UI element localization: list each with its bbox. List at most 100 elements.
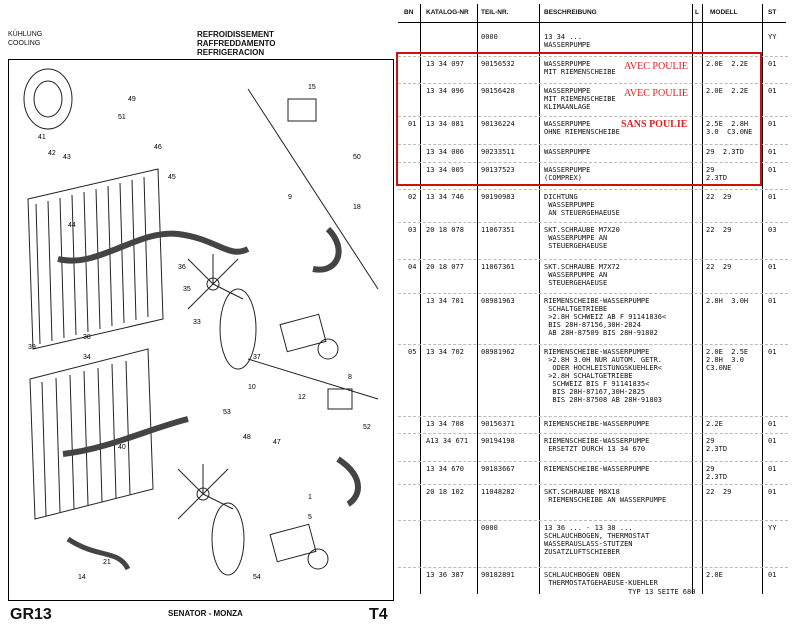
cell-katalog-nr: 13 34 097 [426, 60, 464, 68]
callout: 10 [248, 384, 256, 391]
cell-beschreibung: 13 34 ... WASSERPUMPE [544, 33, 591, 49]
cell-st: 01 [768, 465, 777, 473]
callout: 53 [223, 409, 231, 416]
cell-katalog-nr: A13 34 671 [426, 437, 469, 445]
cell-st: 01 [768, 348, 777, 356]
cell-bn: 04 [408, 263, 417, 271]
cell-st: YY [768, 524, 777, 532]
row-separator [398, 116, 788, 117]
callout: 45 [168, 174, 176, 181]
cell-modell: 2.8H 3.0H [706, 297, 749, 305]
callout: 1 [308, 494, 312, 501]
cell-katalog-nr: 20 18 077 [426, 263, 464, 271]
cell-modell: 22 29 [706, 226, 732, 234]
callout: 15 [308, 84, 316, 91]
cell-modell: 2.0E 2.5E 2.8H 3.0 C3.0NE [706, 348, 749, 372]
callout: 39 [28, 344, 36, 351]
cell-beschreibung: WASSERPUMPE MIT RIEMENSCHEIBE [544, 60, 616, 76]
row-separator [398, 416, 788, 417]
cell-modell: 2.0E [706, 571, 723, 579]
thermostat-housing-lower [327, 388, 353, 410]
callout: 36 [178, 264, 186, 271]
cell-st: 01 [768, 437, 777, 445]
cell-modell: 29 2.3TD [706, 465, 728, 481]
cell-teil-nr: 90137523 [481, 166, 515, 174]
row-separator [398, 162, 788, 163]
footer-group: GR13 [10, 606, 52, 623]
cell-katalog-nr: 13 34 081 [426, 120, 464, 128]
water-pump-upper [279, 313, 339, 360]
cell-modell: 22 29 [706, 193, 732, 201]
header-l: L [695, 9, 699, 16]
title-en: COOLING [8, 40, 41, 47]
cell-modell: 29 2.3TD [706, 148, 744, 156]
cell-st: 01 [768, 571, 777, 579]
title-it: RAFFREDDAMENTO [197, 39, 276, 48]
cell-modell: 29 2.3TD [706, 166, 728, 182]
header-bn: BN [404, 9, 414, 16]
exploded-diagram: 49 41 42 43 46 45 15 50 9 36 35 33 37 10… [23, 68, 379, 581]
title-fr: REFROIDISSEMENT [197, 30, 274, 39]
annotation-avec-poulie-2: AVEC POULIE [624, 88, 688, 99]
callout: 5 [308, 514, 312, 521]
cell-beschreibung: SCHLAUCHBOGEN OBEN THERMOSTATGEHAEUSE-KU… [544, 571, 658, 587]
callout: 12 [298, 394, 306, 401]
cell-modell: 2.0E 2.2E [706, 60, 749, 68]
parts-table: BN KATALOG-NR TEIL-NR. BESCHREIBUNG L MO… [398, 0, 800, 632]
cell-katalog-nr: 20 18 102 [426, 488, 464, 496]
cell-st: 01 [768, 193, 777, 201]
row-separator [398, 259, 788, 260]
row-separator [398, 520, 788, 521]
cell-katalog-nr: 13 34 708 [426, 420, 464, 428]
callout: 49 [128, 96, 136, 103]
callout: 34 [83, 354, 91, 361]
header-modell: MODELL [710, 9, 738, 16]
cell-teil-nr: 0000 [481, 524, 498, 532]
highlight-box [396, 52, 762, 186]
callout: 42 [48, 150, 56, 157]
cell-st: YY [768, 33, 777, 41]
column-divider [692, 4, 693, 594]
cell-katalog-nr: 13 34 006 [426, 148, 464, 156]
drive-belt-lower [211, 502, 245, 576]
footer-model: SENATOR - MONZA [168, 609, 243, 618]
callout: 51 [118, 114, 126, 121]
callout: 50 [353, 154, 361, 161]
column-divider [762, 4, 763, 594]
cell-bn: 01 [408, 120, 417, 128]
row-separator [398, 433, 788, 434]
cell-teil-nr: 90182891 [481, 571, 515, 579]
cell-teil-nr: 90190983 [481, 193, 515, 201]
cell-beschreibung: WASSERPUMPE MIT RIEMENSCHEIBE KLIMAANLAG… [544, 87, 616, 111]
cell-beschreibung: WASSERPUMPE [544, 148, 591, 156]
cell-beschreibung: SKT.SCHRAUBE M7X72 WASSERPUMPE AN STEUER… [544, 263, 620, 287]
cell-beschreibung: RIEMENSCHEIBE-WASSERPUMPE >2.8H 3.0H NUR… [544, 348, 663, 404]
cell-beschreibung: SKT.SCHRAUBE M8X18 RIEMENSCHEIBE AN WASS… [544, 488, 667, 504]
fan-lower [177, 464, 234, 520]
diagram-frame [8, 59, 394, 601]
title-es: REFRIGERACION [197, 48, 265, 57]
callout: 18 [353, 204, 361, 211]
callout-labels: 49 41 42 43 46 45 15 50 9 36 35 33 37 10… [28, 84, 371, 581]
water-pump-lower [269, 523, 329, 570]
radiator-lower [29, 348, 154, 520]
cell-teil-nr: 90194198 [481, 437, 515, 445]
cell-beschreibung: RIEMENSCHEIBE-WASSERPUMPE [544, 420, 650, 428]
callout: 52 [363, 424, 371, 431]
cell-st: 01 [768, 60, 777, 68]
cell-beschreibung: DICHTUNG WASSERPUMPE AN STEUERGEHAEUSE [544, 193, 620, 217]
row-separator [398, 144, 788, 145]
cell-bn: 05 [408, 348, 417, 356]
cell-katalog-nr: 13 34 096 [426, 87, 464, 95]
cell-katalog-nr: 13 36 387 [426, 571, 464, 579]
callout: 48 [243, 434, 251, 441]
row-separator [398, 461, 788, 462]
callout: 43 [63, 154, 71, 161]
hose-upper [57, 230, 250, 264]
cell-teil-nr: 08981963 [481, 297, 515, 305]
cell-st: 01 [768, 297, 777, 305]
cell-st: 01 [768, 166, 777, 174]
cell-bn: 03 [408, 226, 417, 234]
row-separator [398, 484, 788, 485]
cell-bn: 02 [408, 193, 417, 201]
